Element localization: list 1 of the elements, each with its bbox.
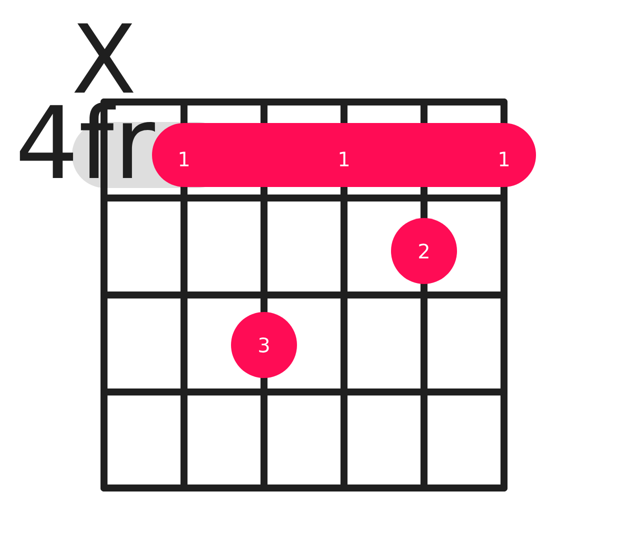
muted-string-mark: X (74, 23, 134, 93)
